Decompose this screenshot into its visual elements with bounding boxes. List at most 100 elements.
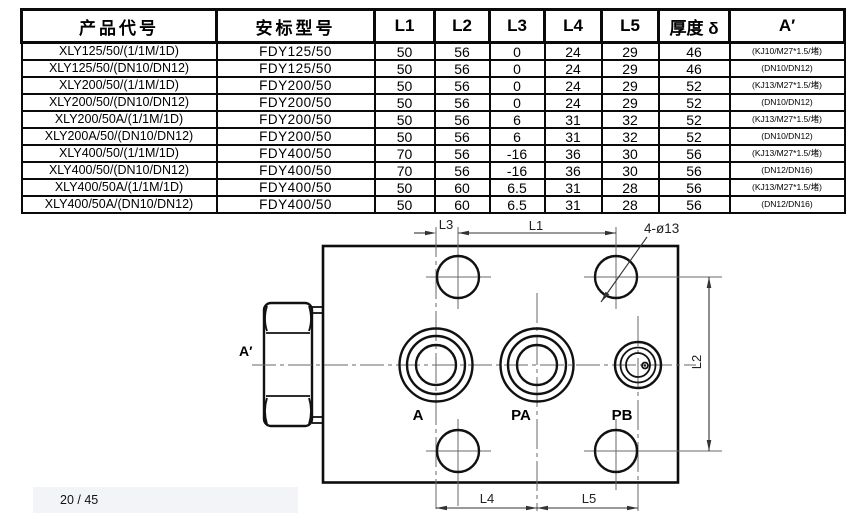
port-pa — [499, 327, 575, 403]
port-pa-label: PA — [511, 407, 531, 424]
cell-l1: 50 — [373, 127, 436, 146]
cell-a-prime: (KJ13/M27*1.5/堵) — [728, 178, 846, 197]
port-pb-label: PB — [612, 407, 633, 424]
cell-a-prime: (KJ13/M27*1.5/堵) — [728, 110, 846, 129]
cell-thickness: 52 — [657, 93, 731, 112]
header-standard-model: 安标型号 — [215, 8, 376, 44]
dim-l1-label: L1 — [529, 218, 543, 233]
cell-l4: 31 — [543, 127, 603, 146]
table-header-row: 产品代号 安标型号 L1 L2 L3 L4 L5 厚度 δ A′ — [20, 8, 846, 44]
cell-l4: 31 — [543, 178, 603, 197]
cell-l4: 31 — [543, 195, 603, 214]
cell-thickness: 46 — [657, 59, 731, 78]
cell-l2: 60 — [433, 195, 491, 214]
cell-l3: -16 — [488, 144, 546, 163]
cell-l3: 6 — [488, 127, 546, 146]
header-thickness: 厚度 δ — [657, 8, 731, 44]
cell-l4: 24 — [543, 76, 603, 95]
dim-l4-label: L4 — [480, 491, 494, 506]
cell-l5: 32 — [600, 127, 660, 146]
cell-l1: 50 — [373, 93, 436, 112]
cell-standard-model: FDY125/50 — [215, 59, 376, 78]
cell-a-prime: (KJ13/M27*1.5/堵) — [728, 144, 846, 163]
cell-l2: 56 — [433, 76, 491, 95]
cell-standard-model: FDY400/50 — [215, 178, 376, 197]
dim-l3-label: L3 — [439, 217, 453, 232]
spec-table-container: 产品代号 安标型号 L1 L2 L3 L4 L5 厚度 δ A′ XLY125/… — [20, 8, 846, 214]
dimension-l2: L2 — [689, 277, 712, 451]
cell-l2: 60 — [433, 178, 491, 197]
header-l2: L2 — [433, 8, 491, 44]
cell-l1: 50 — [373, 178, 436, 197]
cell-a-prime: (DN10/DN12) — [728, 127, 846, 146]
cell-l4: 24 — [543, 59, 603, 78]
header-l4: L4 — [543, 8, 603, 44]
cell-l5: 29 — [600, 93, 660, 112]
header-a-prime: A′ — [728, 8, 846, 44]
cell-thickness: 56 — [657, 161, 731, 180]
cell-l5: 30 — [600, 161, 660, 180]
cell-l5: 28 — [600, 195, 660, 214]
cell-l1: 50 — [373, 110, 436, 129]
cell-product-code: XLY400/50A/(DN10/DN12) — [20, 195, 218, 214]
dimension-l1: L1 — [458, 218, 616, 236]
holes-callout: 4-ø13 — [600, 221, 679, 303]
cell-product-code: XLY200/50/(DN10/DN12) — [20, 93, 218, 112]
cell-standard-model: FDY200/50 — [215, 76, 376, 95]
cell-standard-model: FDY200/50 — [215, 127, 376, 146]
cell-l3: 0 — [488, 93, 546, 112]
cell-product-code: XLY400/50/(DN10/DN12) — [20, 161, 218, 180]
cell-product-code: XLY125/50/(1/1M/1D) — [20, 41, 218, 61]
cell-product-code: XLY200/50A/(1/1M/1D) — [20, 110, 218, 129]
port-a — [398, 327, 474, 403]
cell-product-code: XLY200A/50/(DN10/DN12) — [20, 127, 218, 146]
cell-a-prime: (DN12/DN16) — [728, 161, 846, 180]
cell-thickness: 56 — [657, 144, 731, 163]
cell-thickness: 56 — [657, 178, 731, 197]
cell-l5: 29 — [600, 76, 660, 95]
cell-a-prime: (KJ13/M27*1.5/堵) — [728, 76, 846, 95]
cell-product-code: XLY125/50/(DN10/DN12) — [20, 59, 218, 78]
cell-thickness: 56 — [657, 195, 731, 214]
cell-l2: 56 — [433, 59, 491, 78]
side-port-label: A′ — [239, 343, 253, 359]
dimension-l4-l5: L4 L5 — [436, 491, 638, 511]
header-l1: L1 — [373, 8, 436, 44]
cell-standard-model: FDY125/50 — [215, 41, 376, 61]
page-indicator: 20 / 45 — [60, 493, 99, 507]
cell-l2: 56 — [433, 144, 491, 163]
dim-l2-label: L2 — [689, 355, 704, 369]
cell-l1: 50 — [373, 195, 436, 214]
cell-l3: 6 — [488, 110, 546, 129]
cell-l3: 6.5 — [488, 195, 546, 214]
footer-strip: 20 / 45 — [33, 487, 298, 513]
holes-callout-label: 4-ø13 — [644, 221, 679, 236]
cell-l4: 31 — [543, 110, 603, 129]
cell-l3: -16 — [488, 161, 546, 180]
cell-a-prime: (DN10/DN12) — [728, 93, 846, 112]
cell-l5: 29 — [600, 41, 660, 61]
port-pb — [613, 340, 663, 390]
cell-l5: 29 — [600, 59, 660, 78]
cell-thickness: 52 — [657, 127, 731, 146]
cell-l4: 36 — [543, 144, 603, 163]
cell-standard-model: FDY400/50 — [215, 195, 376, 214]
cell-product-code: XLY200/50/(1/1M/1D) — [20, 76, 218, 95]
cell-standard-model: FDY400/50 — [215, 144, 376, 163]
cell-a-prime: (DN12/DN16) — [728, 195, 846, 214]
cell-l3: 6.5 — [488, 178, 546, 197]
cell-l1: 50 — [373, 76, 436, 95]
mounting-holes — [435, 254, 639, 474]
header-product-code: 产品代号 — [20, 8, 218, 44]
cell-l5: 30 — [600, 144, 660, 163]
